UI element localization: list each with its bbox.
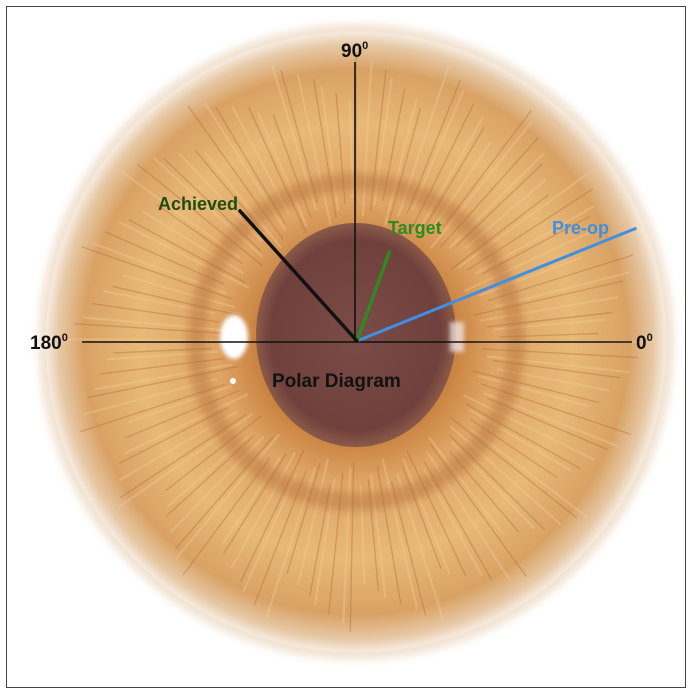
pupil — [256, 223, 456, 447]
diagram-title: Polar Diagram — [272, 371, 401, 392]
label-target: Target — [388, 218, 442, 238]
label-achieved: Achieved — [158, 194, 238, 214]
reflection-dot — [230, 378, 236, 384]
label-pre-op: Pre-op — [552, 218, 609, 238]
pupil-reflection — [450, 322, 464, 352]
reflection-highlight — [220, 315, 248, 359]
